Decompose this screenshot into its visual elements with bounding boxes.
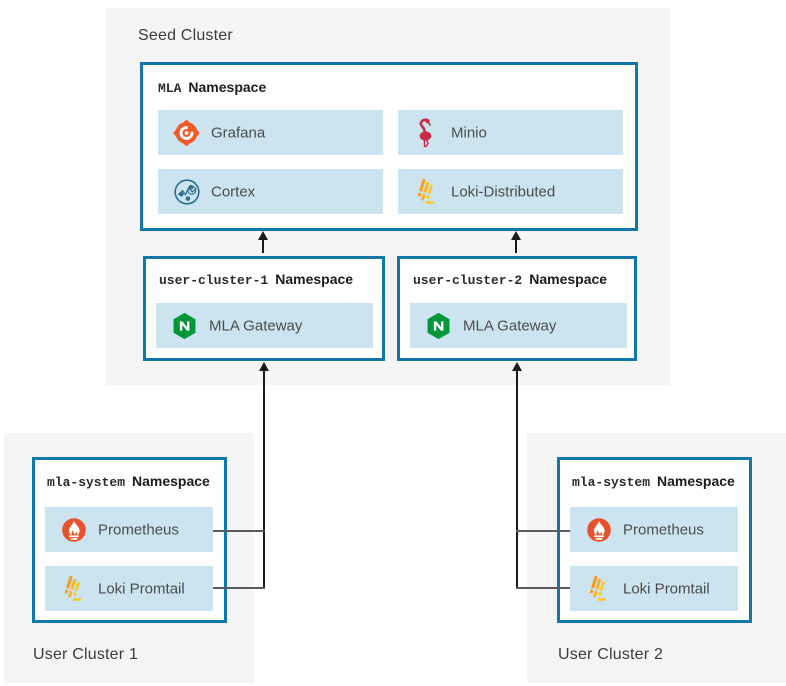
prometheus-icon [60, 516, 88, 544]
connector-prometheus-2 [516, 530, 570, 532]
service-chip-loki-promtail-1: Loki Promtail [45, 566, 213, 611]
namespace-type-label: Namespace [657, 473, 735, 489]
arrowhead-icon [258, 231, 268, 240]
service-chip-grafana: Grafana [158, 110, 383, 155]
service-label: MLA Gateway [209, 317, 303, 334]
namespace-type-label: Namespace [529, 271, 608, 287]
connector-prometheus-1 [213, 530, 265, 532]
service-chip-minio: Minio [398, 110, 623, 155]
arrowhead-icon [512, 362, 522, 371]
loki-icon [585, 575, 611, 603]
namespace-type-label: Namespace [188, 79, 267, 95]
mla-system-namespace-header-2: mla-system Namespace [572, 473, 735, 490]
service-label: Loki Promtail [623, 580, 710, 597]
connector-loki-promtail-2 [516, 587, 570, 589]
service-label: MLA Gateway [463, 317, 557, 334]
service-chip-prometheus-1: Prometheus [45, 507, 213, 552]
service-chip-prometheus-2: Prometheus [570, 507, 738, 552]
user-cluster-1-title: User Cluster 1 [33, 646, 139, 663]
mla-namespace-header: MLA Namespace [158, 79, 266, 96]
cortex-icon [173, 178, 201, 206]
service-chip-mla-gateway-2: MLA Gateway [410, 303, 627, 348]
service-label: Prometheus [623, 521, 704, 538]
service-label: Minio [451, 124, 487, 141]
arrowhead-icon [511, 231, 521, 240]
service-chip-loki-promtail-2: Loki Promtail [570, 566, 738, 611]
arrow-user-cluster-1-to-gateway [259, 362, 269, 589]
loki-icon [60, 575, 86, 603]
service-label: Grafana [211, 124, 266, 141]
connector-loki-promtail-1 [213, 587, 265, 589]
mla-system-namespace-header-1: mla-system Namespace [47, 473, 210, 490]
service-label: Loki-Distributed [451, 183, 556, 200]
service-label: Loki Promtail [98, 580, 185, 597]
minio-icon [413, 118, 435, 148]
user-cluster-2-title: User Cluster 2 [558, 646, 664, 663]
user-cluster-1-namespace-header: user-cluster-1 Namespace [159, 271, 353, 288]
service-chip-mla-gateway-1: MLA Gateway [156, 303, 373, 348]
namespace-type-label: Namespace [132, 473, 210, 489]
nginx-icon [425, 311, 452, 340]
service-label: Prometheus [98, 521, 179, 538]
namespace-name: mla-system [47, 475, 126, 490]
seed-cluster-title: Seed Cluster [138, 27, 233, 44]
namespace-name: user-cluster-1 [159, 273, 269, 288]
namespace-type-label: Namespace [275, 271, 354, 287]
namespace-name: user-cluster-2 [413, 273, 523, 288]
arrow-uc2-namespace-to-mla [511, 231, 521, 253]
arrow-user-cluster-2-to-gateway [512, 362, 522, 589]
loki-icon [413, 178, 439, 206]
arrowhead-icon [259, 362, 269, 371]
arrow-uc1-namespace-to-mla [258, 231, 268, 253]
user-cluster-2-namespace-header: user-cluster-2 Namespace [413, 271, 607, 288]
namespace-name: mla-system [572, 475, 651, 490]
service-chip-loki-distributed: Loki-Distributed [398, 169, 623, 214]
nginx-icon [171, 311, 198, 340]
prometheus-icon [585, 516, 613, 544]
namespace-name: MLA [158, 81, 182, 96]
service-label: Cortex [211, 183, 256, 200]
service-chip-cortex: Cortex [158, 169, 383, 214]
grafana-icon [173, 119, 200, 146]
